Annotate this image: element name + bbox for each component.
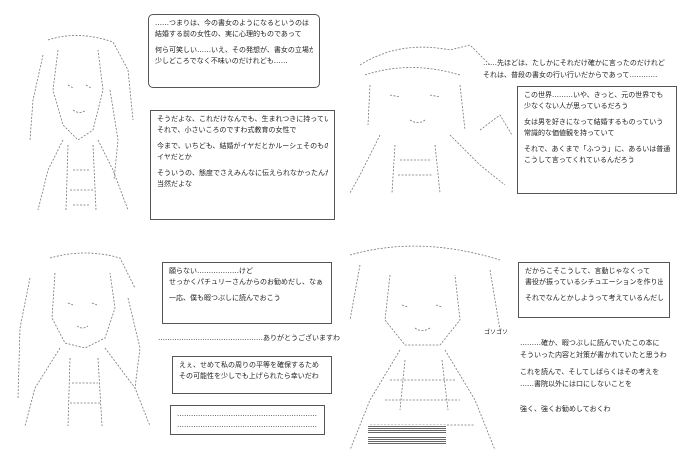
speech-bubble-1b: そうだよな、これだけなんでも、生まれつきに持っていて それで、小さいころのですわ… bbox=[150, 110, 335, 220]
bubble-line: 今まで、いちども、結婚がイヤだとかルーシェそのものが bbox=[157, 142, 328, 150]
narration-2-line-1: ……先ほどは、たしかにそれだけ確かに言ったのだけれど bbox=[483, 59, 665, 67]
narration-4-line-5: 強く、強くお勧めしておくわ bbox=[520, 405, 611, 413]
bubble-line: だからこそこうして、言動じゃなくって bbox=[525, 267, 651, 275]
narration-4-line-1: ………確か、暇つぶしに読んでいたこの本に bbox=[520, 339, 660, 347]
bubble-line: それでなんとかしようって考えているんだし……… bbox=[525, 294, 663, 302]
bubble-line: 書役が振っているシチュエーションを作り出して bbox=[525, 278, 663, 286]
speech-bubble-1a: ……つまりは、今の書女のようになるというのは 結婚する前の女性の、実に心理的もの… bbox=[148, 14, 320, 88]
narration-3: ………………………………………ありがとうございますわ bbox=[158, 334, 340, 342]
bubble-line: 結婚する前の女性の、実に心理的ものであって bbox=[155, 30, 302, 38]
bubble-line: そうだよな、これだけなんでも、生まれつきに持っていて bbox=[157, 115, 328, 123]
bubble-line: それで、あくまで「ふつう」に、あるいは普通から bbox=[524, 145, 670, 153]
speech-bubble-4: だからこそこうして、言動じゃなくって 書役が振っているシチュエーションを作り出し… bbox=[518, 262, 670, 318]
bubble-line: 少しどころでなく不味いのだけれども…… bbox=[155, 57, 288, 65]
bubble-line: 一応、僕も暇つぶしに読んでおこう bbox=[169, 294, 281, 302]
bubble-line: イヤだとか bbox=[157, 153, 192, 161]
bubble-line: 少なくない人が思っているだろう bbox=[524, 102, 629, 110]
bubble-line: …………………………………………………… bbox=[177, 410, 317, 418]
book-stack bbox=[368, 436, 446, 444]
bubble-line: 常識的な価値観を持っていて bbox=[524, 129, 615, 137]
bubble-line: そういうの、態度でさえみんなに伝えられなかったんだもんな bbox=[157, 169, 328, 177]
bubble-line: それで、小さいころのですわ式教育の女性で bbox=[157, 126, 297, 134]
narration-2-line-2: それは、普段の書女の行い行いだからであって………… bbox=[483, 71, 658, 79]
bubble-line: 当然だよな bbox=[157, 180, 192, 188]
bubble-line: その可能性を少しでも上げられたら幸いだわ bbox=[179, 372, 319, 380]
bubble-line: 女は男を好きになって結婚するものっていう bbox=[524, 118, 664, 126]
narration-4-line-3: これを読んで、そしてしばらくはその考えを bbox=[520, 368, 660, 376]
speech-bubble-3c: …………………………………………………… …………………………………………………… bbox=[170, 405, 325, 435]
ascii-art-character-1 bbox=[18, 30, 148, 218]
ascii-art-character-2 bbox=[340, 35, 515, 195]
sound-effect: ゴソゴソ bbox=[484, 329, 509, 336]
bubble-line: えぇ、せめて私の周りの平等を確保するため bbox=[179, 361, 319, 369]
bubble-line: こうして言ってくれているんだろう bbox=[524, 156, 635, 164]
bubble-line: …………………………………………………… bbox=[177, 421, 317, 429]
ascii-art-character-3 bbox=[10, 248, 160, 428]
speech-bubble-2: この世界………いや、きっと、元の世界でも 少なくない人が思っているだろう 女は男… bbox=[517, 86, 677, 194]
speech-bubble-3a: 願らない………………けど せっかくパチュリーさんからのお勧めだし、なぁ 一応、僕… bbox=[162, 262, 332, 324]
speech-bubble-3b: えぇ、せめて私の周りの平等を確保するため その可能性を少しでも上げられたら幸いだ… bbox=[172, 356, 332, 394]
narration-4-line-2: そういった内容と対策が書かれていたと思うわ bbox=[520, 351, 667, 359]
bubble-line: せっかくパチュリーさんからのお勧めだし、なぁ bbox=[169, 278, 323, 286]
book-stack bbox=[368, 425, 446, 433]
bubble-line: 何ら可笑しい……いえ、その発想が、書女の立場が bbox=[155, 46, 313, 54]
narration-4-line-4: ……書院以外には口にしないことを bbox=[520, 380, 632, 388]
bubble-line: この世界………いや、きっと、元の世界でも bbox=[524, 91, 664, 99]
bubble-line: 願らない………………けど bbox=[169, 267, 253, 275]
bubble-line: ……つまりは、今の書女のようになるというのは bbox=[155, 19, 309, 27]
ascii-art-character-4 bbox=[330, 240, 515, 452]
